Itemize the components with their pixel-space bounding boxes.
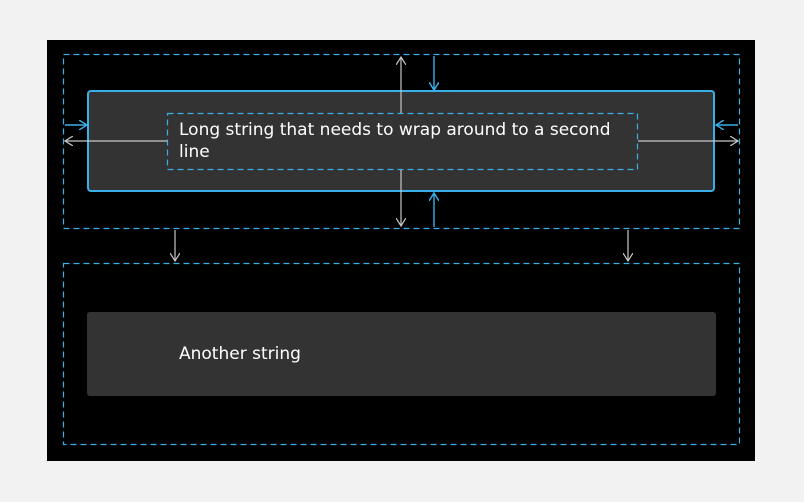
cell-2-margin-outline <box>62 262 741 446</box>
cell-2-background <box>87 312 716 396</box>
cell-2-label: Another string <box>179 344 301 364</box>
cell-1-label: Long string that needs to wrap around to… <box>179 120 611 162</box>
cell-1-margin-outline <box>62 53 741 230</box>
cell-1-content-outline <box>166 112 639 171</box>
